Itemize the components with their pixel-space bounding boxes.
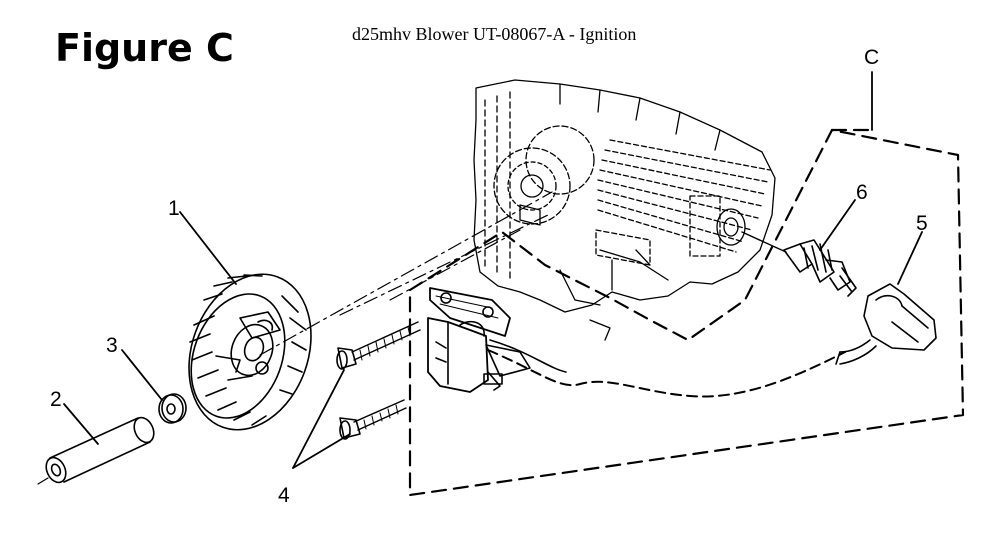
callout-5: 5 (916, 212, 928, 235)
ignition-wire (487, 339, 846, 398)
callout-6: 6 (856, 181, 868, 204)
callout-1: 1 (168, 197, 180, 220)
washer (158, 393, 187, 424)
flywheel (188, 273, 312, 431)
leader-lines (63, 199, 923, 469)
callout-3: 3 (106, 334, 118, 357)
group-c-boundary (408, 128, 965, 497)
shaft-centerline (259, 191, 553, 356)
diagram-title: d25mhv Blower UT-08067-A - Ignition (352, 24, 637, 44)
figure-label: Figure C (55, 26, 234, 70)
callout-4: 4 (278, 484, 290, 507)
callout-c: C (864, 46, 879, 69)
engine-block (473, 79, 776, 341)
mounting-screw-lower (339, 399, 407, 440)
spark-plug-boot (835, 283, 937, 365)
sleeve (37, 416, 155, 485)
spark-plug (741, 231, 857, 297)
mounting-screw-upper (336, 321, 421, 370)
ignition-coil (427, 287, 531, 393)
callout-2: 2 (50, 388, 62, 411)
